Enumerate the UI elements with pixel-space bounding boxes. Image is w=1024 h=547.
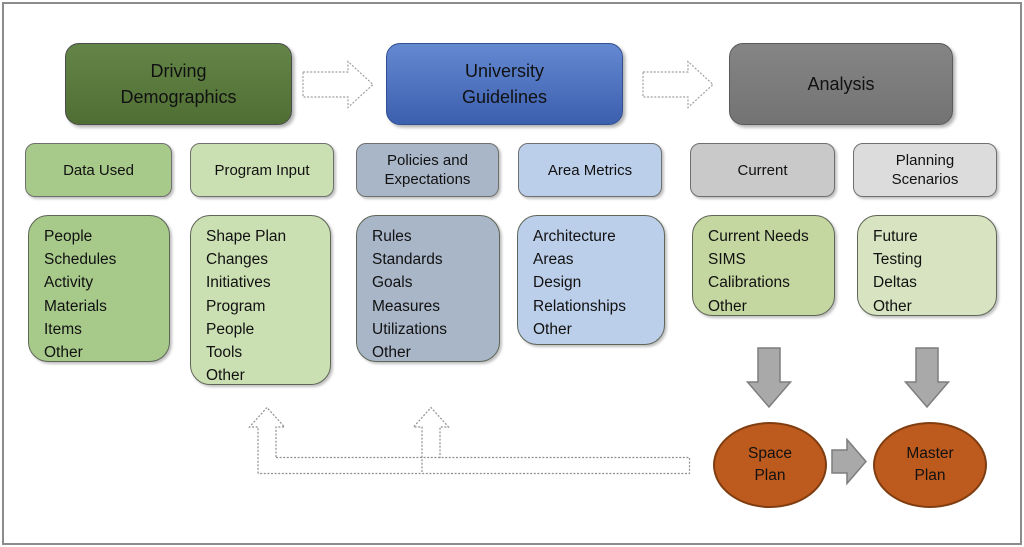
list-item: Changes [206,251,269,269]
list-item: Other [873,297,912,315]
list-item: Areas [533,251,574,269]
list-item: Other [372,344,411,362]
ellipse-master-plan: Master Plan [873,422,987,508]
header-program-input: Program Input [190,143,334,197]
list-item: SIMS [708,251,746,269]
box-analysis: Analysis [729,43,953,125]
header-data-used: Data Used [25,143,172,197]
list-item: People [44,228,93,245]
list-item: Schedules [44,251,117,269]
list-item: Rules [372,228,412,245]
list-item: Relationships [533,297,627,315]
list-item: Activity [44,274,94,292]
list-item: Measures [372,297,441,315]
feedback-pipe [258,456,691,475]
list-item: Tools [206,344,243,362]
list-item: Utilizations [372,320,447,338]
feedback-arrow-to-policies-icon [412,406,450,472]
list-item: People [206,320,255,338]
list-item: Other [206,367,245,385]
list-item: Architecture [533,228,616,245]
list-item: Future [873,228,918,245]
down-arrow-current-to-space-plan-icon [745,347,793,409]
flow-arrow-dd-to-ug-icon [302,60,374,109]
list-item: Shape Plan [206,228,287,245]
box-driving-demographics: Driving Demographics [65,43,292,125]
list-item: Other [533,320,572,338]
flow-arrow-ug-to-analysis-icon [642,60,714,109]
feedback-arrow-to-program-input-icon [248,406,286,474]
list-item: Initiatives [206,274,271,292]
down-arrow-planning-to-master-plan-icon [903,347,951,409]
box-university-guidelines: University Guidelines [386,43,623,125]
list-item: Calibrations [708,274,790,292]
header-current: Current [690,143,835,197]
list-item: Items [44,320,82,338]
list-item: Program [206,297,266,315]
header-planning-scenarios: Planning Scenarios [853,143,997,197]
list-item: Other [708,297,747,315]
list-item: Goals [372,274,413,292]
header-policies-expectations: Policies and Expectations [356,143,499,197]
arrow-space-to-master-icon [831,437,867,486]
header-area-metrics: Area Metrics [518,143,662,197]
list-item: Standards [372,251,443,269]
list-item: Materials [44,297,107,315]
list-item: Current Needs [708,228,809,245]
list-item: Deltas [873,274,917,292]
ellipse-space-plan: Space Plan [713,422,827,508]
list-item: Other [44,344,83,362]
list-item: Testing [873,251,923,269]
list-item: Design [533,274,582,292]
